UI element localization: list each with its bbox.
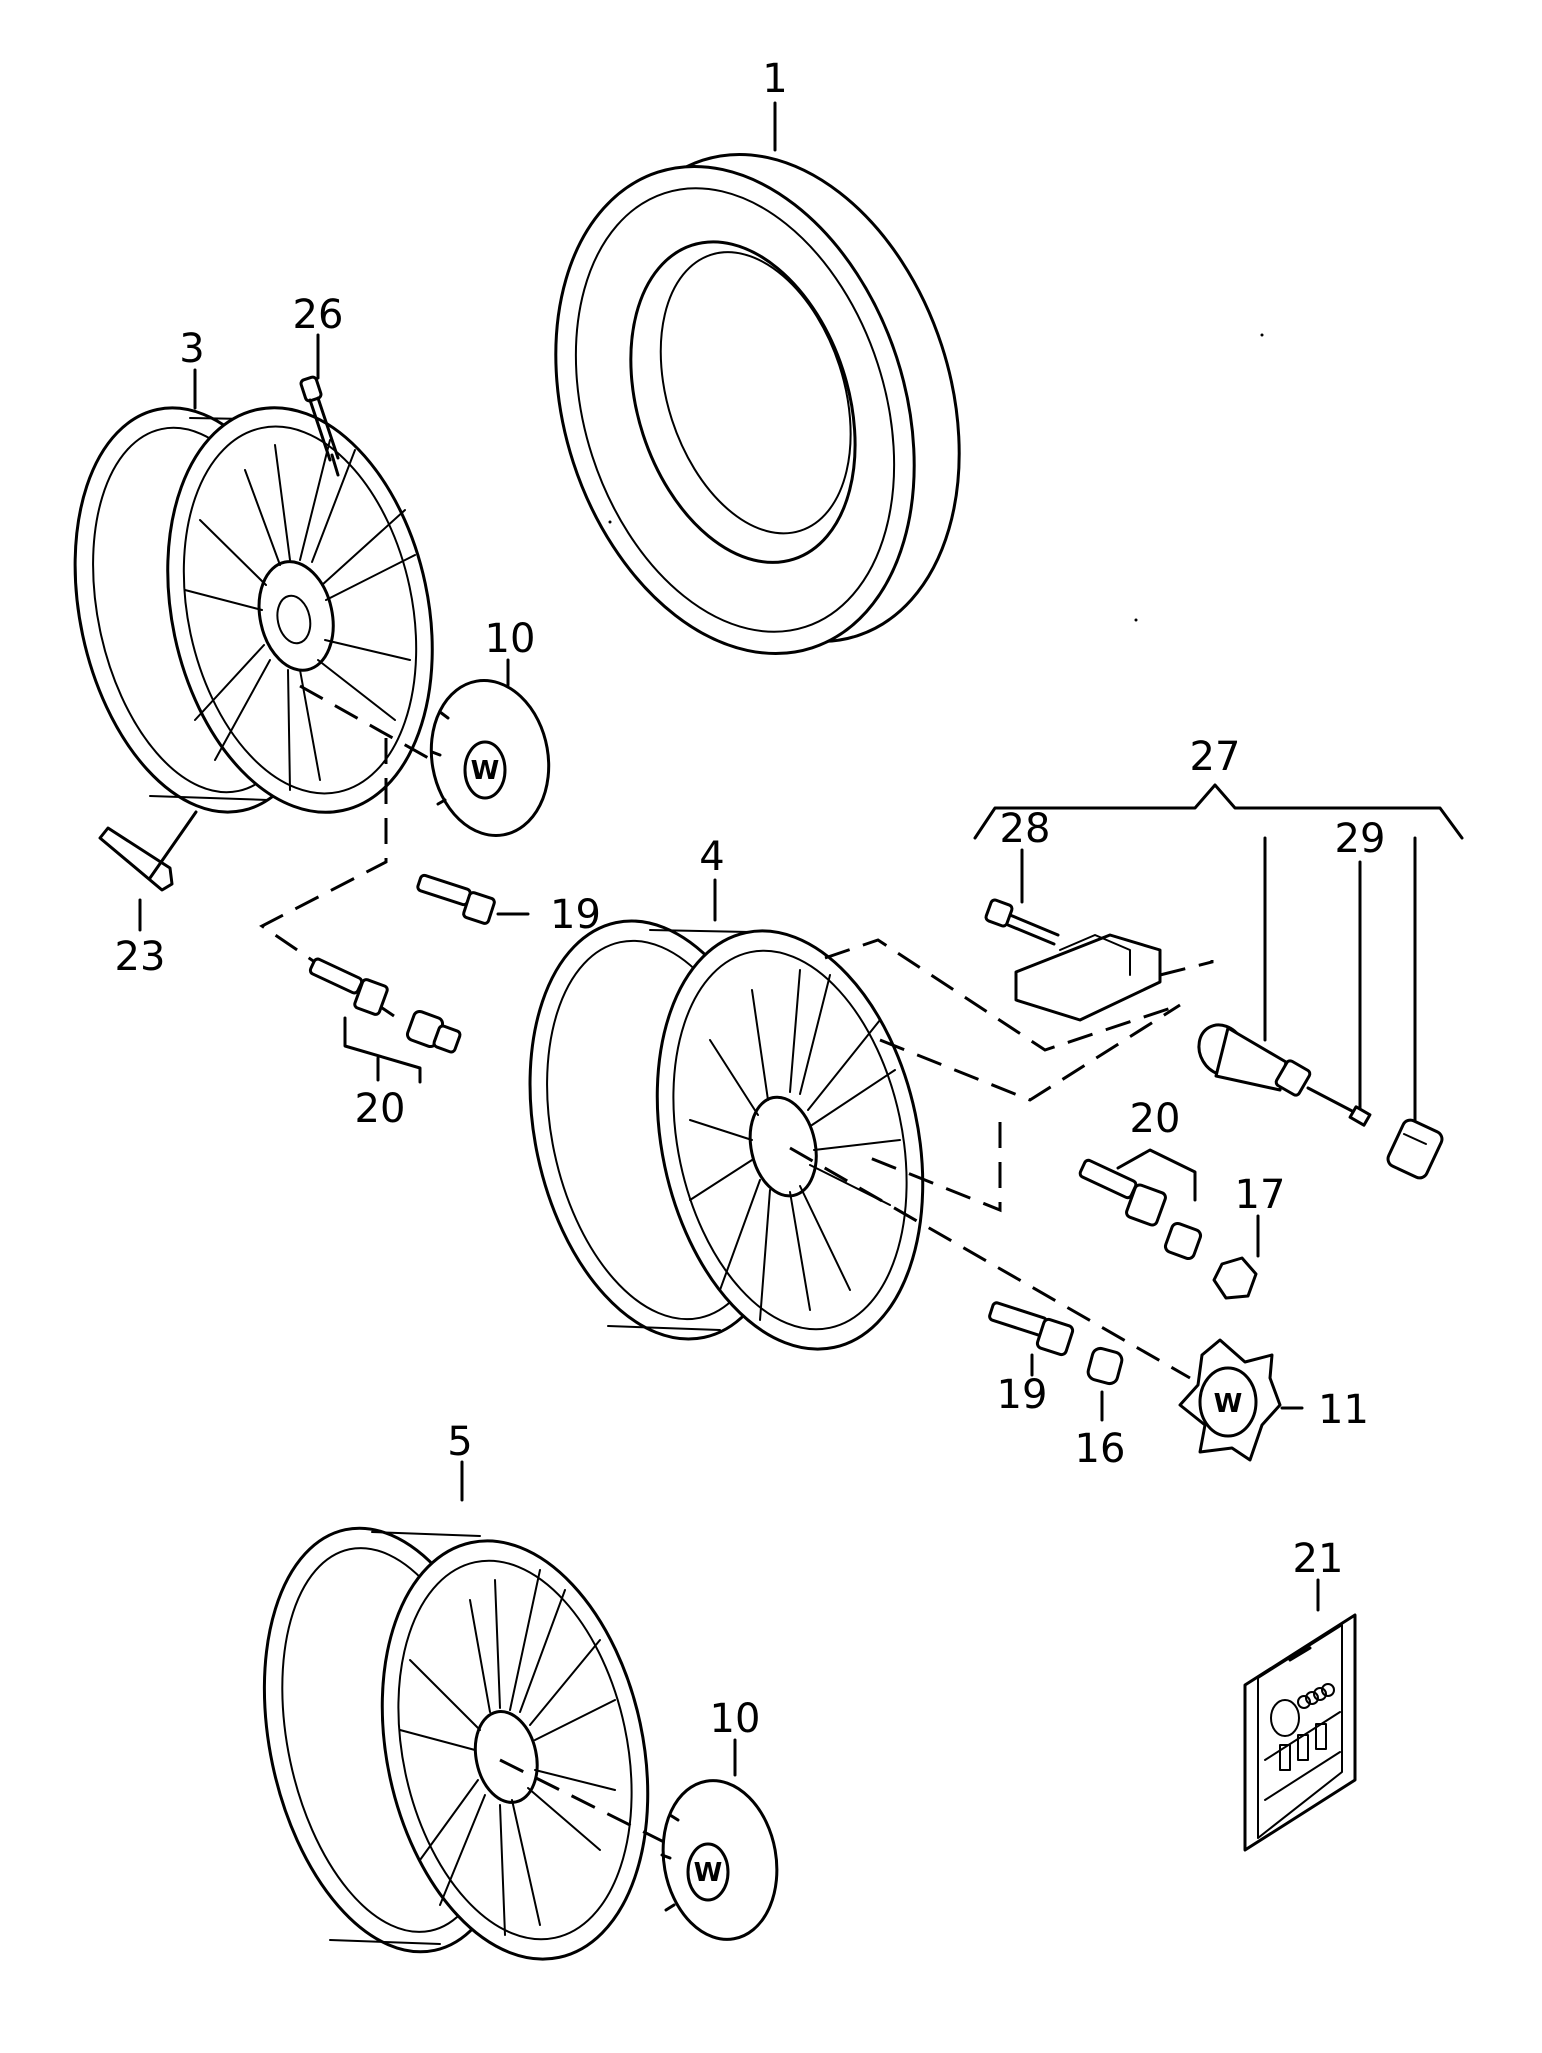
- callout-23: 23: [115, 934, 166, 980]
- callout-17: 17: [1235, 1172, 1286, 1218]
- screw-part-28: [984, 898, 1060, 946]
- locking-bolt-part-20-upper: [308, 957, 462, 1054]
- vw-emblem-icon: [1270, 1699, 1300, 1737]
- callout-3: 3: [179, 326, 204, 372]
- svg-text:W: W: [471, 756, 500, 786]
- svg-text:W: W: [694, 1858, 723, 1888]
- valve-core-part-29: [1306, 1086, 1372, 1127]
- center-cap-part-10-lower: W: [660, 1779, 779, 1941]
- tire-part-1: [554, 153, 961, 655]
- vw-emblem-icon: [1198, 1366, 1258, 1438]
- tire-pressure-sensor: [1014, 933, 1162, 1022]
- callout-4: 4: [699, 834, 724, 880]
- callout-10-upper: 10: [485, 616, 536, 662]
- center-cap-part-11: W: [1178, 1338, 1282, 1462]
- callout-1: 1: [762, 56, 787, 102]
- wheel-5-spokes: [399, 1569, 616, 1936]
- callout-26: 26: [293, 292, 344, 338]
- wheel-3-hub: [257, 560, 335, 672]
- callout-28: 28: [1000, 806, 1051, 852]
- wheel-bolt-part-19-upper: [416, 873, 496, 925]
- tire-sidewall-line: [574, 187, 896, 633]
- callout-20-right: 20: [1130, 1096, 1181, 1142]
- callout-11: 11: [1318, 1387, 1369, 1433]
- wheel-5-hub: [473, 1710, 539, 1804]
- wheel-3-spokes: [184, 439, 416, 791]
- four-rings-icon: [1297, 1683, 1335, 1709]
- callout-27: 27: [1190, 734, 1241, 780]
- callout-5: 5: [447, 1419, 472, 1465]
- callout-21: 21: [1293, 1536, 1344, 1582]
- callout-20-upper: 20: [355, 1086, 406, 1132]
- vw-emblem-icon: [686, 1842, 730, 1902]
- bolt-cap-part-17: [1212, 1256, 1258, 1300]
- locking-bolt-part-20-right: [1078, 1158, 1203, 1261]
- valve-cap: [1386, 1118, 1444, 1180]
- callout-29: 29: [1335, 816, 1386, 862]
- wheel-lock-kit-part-21: [1243, 1613, 1357, 1852]
- balance-weight-part-23: [98, 810, 198, 892]
- tire-bead-opening: [629, 240, 857, 564]
- wheel-part-3: [73, 406, 434, 814]
- svg-text:W: W: [1214, 1389, 1243, 1419]
- tire-inner-tread: [659, 251, 852, 535]
- wheel-part-4: [528, 919, 925, 1351]
- wheel-4-hub: [748, 1095, 818, 1198]
- valve-part-26: [299, 375, 340, 477]
- wheel-4-spokes: [689, 969, 901, 1321]
- bracket-27: [973, 783, 1464, 840]
- vw-emblem-icon: [463, 740, 507, 800]
- callout-19-lower: 19: [997, 1372, 1048, 1418]
- callout-10-lower: 10: [710, 1696, 761, 1742]
- tpms-valve-stem: [1197, 1023, 1312, 1097]
- center-cap-part-10-upper: W: [429, 679, 551, 837]
- wheel-bolt-part-19-lower: [988, 1301, 1075, 1357]
- wheel-part-5: [262, 1526, 650, 1961]
- callout-16: 16: [1075, 1426, 1126, 1472]
- bolt-cover-part-16: [1086, 1346, 1124, 1386]
